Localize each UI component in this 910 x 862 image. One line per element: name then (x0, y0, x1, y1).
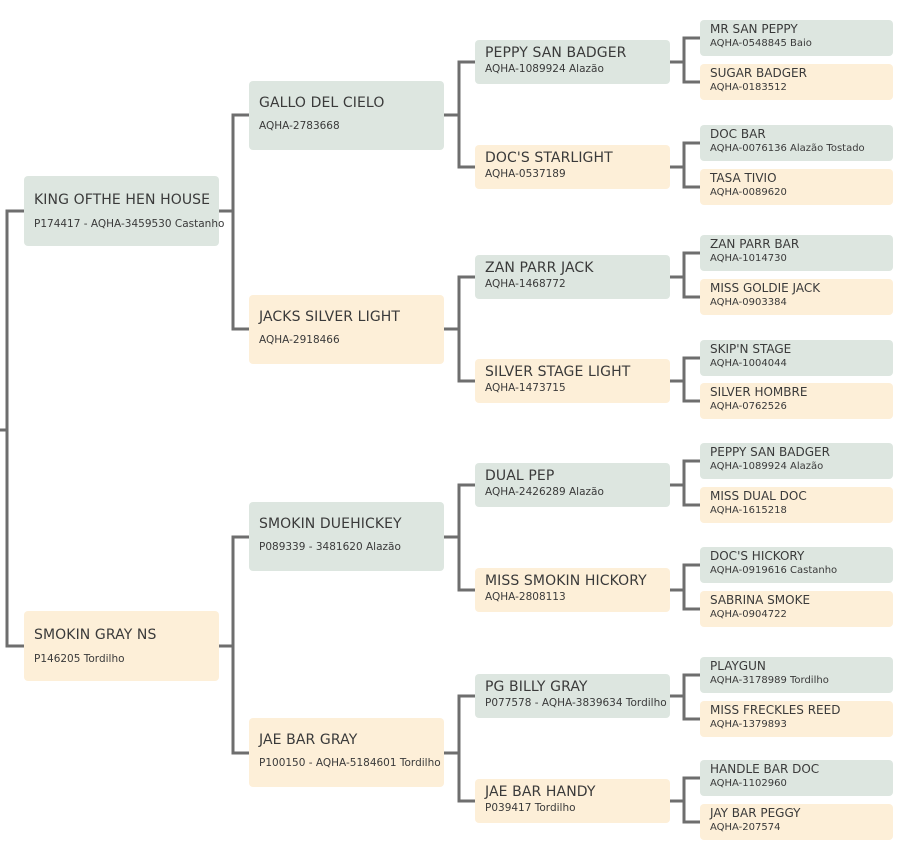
horse-name: SMOKIN DUEHICKEY (259, 516, 402, 532)
horse-name: SILVER STAGE LIGHT (485, 364, 631, 380)
horse-registration: AQHA-2426289 Alazão (485, 486, 604, 498)
horse-name: SMOKIN GRAY NS (34, 627, 157, 643)
horse-name: DOC BAR (710, 127, 766, 141)
node-dam-dam-sire[interactable]: PG BILLY GRAY P077578 - AQHA-3839634 Tor… (475, 674, 670, 718)
horse-name: SILVER HOMBRE (710, 385, 808, 399)
horse-registration: AQHA-1473715 (485, 382, 566, 394)
horse-registration: AQHA-2808113 (485, 591, 566, 603)
node-gen4-2[interactable]: SUGAR BADGER AQHA-0183512 (700, 64, 893, 100)
node-gen4-3[interactable]: DOC BAR AQHA-0076136 Alazão Tostado (700, 125, 893, 161)
node-gen4-9[interactable]: PEPPY SAN BADGER AQHA-1089924 Alazão (700, 443, 893, 479)
horse-name: KING OFTHE HEN HOUSE (34, 192, 211, 208)
horse-name: SUGAR BADGER (710, 66, 807, 80)
node-gen4-13[interactable]: PLAYGUN AQHA-3178989 Tordilho (700, 657, 893, 693)
horse-registration: AQHA-0548845 Baio (710, 38, 812, 49)
horse-name: JAY BAR PEGGY (710, 806, 801, 820)
horse-registration: AQHA-0762526 (710, 401, 787, 412)
horse-registration: AQHA-0537189 (485, 168, 566, 180)
node-dam-sire-sire[interactable]: DUAL PEP AQHA-2426289 Alazão (475, 463, 670, 507)
horse-registration: AQHA-1014730 (710, 253, 787, 264)
horse-name: GALLO DEL CIELO (259, 95, 385, 111)
horse-name: PLAYGUN (710, 659, 766, 673)
horse-name: MR SAN PEPPY (710, 22, 798, 36)
node-gen4-8[interactable]: SILVER HOMBRE AQHA-0762526 (700, 383, 893, 419)
node-gen4-12[interactable]: SABRINA SMOKE AQHA-0904722 (700, 591, 893, 627)
horse-registration: P146205 Tordilho (34, 653, 125, 665)
horse-name: DOC'S STARLIGHT (485, 150, 613, 166)
node-sire-dam-dam[interactable]: SILVER STAGE LIGHT AQHA-1473715 (475, 359, 670, 403)
node-sire-sire[interactable]: GALLO DEL CIELO AQHA-2783668 (249, 81, 444, 150)
horse-name: PEPPY SAN BADGER (710, 445, 830, 459)
node-dam-dam[interactable]: JAE BAR GRAY P100150 - AQHA-5184601 Tord… (249, 718, 444, 787)
horse-registration: P100150 - AQHA-5184601 Tordilho (259, 757, 441, 769)
horse-registration: AQHA-2783668 (259, 120, 340, 132)
horse-name: ZAN PARR JACK (485, 260, 594, 276)
horse-name: SKIP'N STAGE (710, 342, 792, 356)
node-dam-dam-dam[interactable]: JAE BAR HANDY P039417 Tordilho (475, 779, 670, 823)
node-gen4-6[interactable]: MISS GOLDIE JACK AQHA-0903384 (700, 279, 893, 315)
horse-registration: AQHA-0076136 Alazão Tostado (710, 143, 865, 154)
node-gen4-16[interactable]: JAY BAR PEGGY AQHA-207574 (700, 804, 893, 840)
horse-name: JAE BAR HANDY (485, 784, 596, 800)
horse-name: DUAL PEP (485, 468, 555, 484)
horse-name: JACKS SILVER LIGHT (259, 309, 401, 325)
horse-registration: AQHA-0089620 (710, 187, 787, 198)
node-gen4-10[interactable]: MISS DUAL DOC AQHA-1615218 (700, 487, 893, 523)
horse-registration: AQHA-1004044 (710, 358, 787, 369)
horse-registration: P077578 - AQHA-3839634 Tordilho (485, 697, 667, 709)
node-gen4-7[interactable]: SKIP'N STAGE AQHA-1004044 (700, 340, 893, 376)
node-gen4-11[interactable]: DOC'S HICKORY AQHA-0919616 Castanho (700, 547, 893, 583)
horse-registration: AQHA-2918466 (259, 334, 340, 346)
node-sire[interactable]: KING OFTHE HEN HOUSE P174417 - AQHA-3459… (24, 176, 225, 246)
horse-name: MISS SMOKIN HICKORY (485, 573, 647, 589)
horse-name: MISS FRECKLES REED (710, 703, 841, 717)
horse-registration: P089339 - 3481620 Alazão (259, 541, 401, 553)
horse-name: PG BILLY GRAY (485, 679, 588, 695)
node-sire-dam-sire[interactable]: ZAN PARR JACK AQHA-1468772 (475, 255, 670, 299)
node-sire-sire-sire[interactable]: PEPPY SAN BADGER AQHA-1089924 Alazão (475, 40, 670, 84)
horse-registration: AQHA-1379893 (710, 719, 787, 730)
horse-registration: AQHA-1102960 (710, 778, 787, 789)
node-gen4-4[interactable]: TASA TIVIO AQHA-0089620 (700, 169, 893, 205)
node-gen4-14[interactable]: MISS FRECKLES REED AQHA-1379893 (700, 701, 893, 737)
horse-name: HANDLE BAR DOC (710, 762, 820, 776)
horse-registration: AQHA-1615218 (710, 505, 787, 516)
horse-registration: AQHA-1468772 (485, 278, 566, 290)
horse-registration: AQHA-207574 (710, 822, 781, 833)
horse-name: ZAN PARR BAR (710, 237, 800, 251)
node-gen4-15[interactable]: HANDLE BAR DOC AQHA-1102960 (700, 760, 893, 796)
horse-registration: AQHA-0903384 (710, 297, 787, 308)
horse-registration: P174417 - AQHA-3459530 Castanho (34, 218, 225, 230)
horse-registration: AQHA-0904722 (710, 609, 787, 620)
horse-name: JAE BAR GRAY (259, 732, 358, 748)
node-dam-sire[interactable]: SMOKIN DUEHICKEY P089339 - 3481620 Alazã… (249, 502, 444, 571)
node-sire-sire-dam[interactable]: DOC'S STARLIGHT AQHA-0537189 (475, 145, 670, 189)
horse-name: SABRINA SMOKE (710, 593, 811, 607)
horse-name: MISS GOLDIE JACK (710, 281, 821, 295)
horse-name: PEPPY SAN BADGER (485, 45, 627, 61)
horse-registration: AQHA-0183512 (710, 82, 787, 93)
node-dam-sire-dam[interactable]: MISS SMOKIN HICKORY AQHA-2808113 (475, 568, 670, 612)
horse-registration: P039417 Tordilho (485, 802, 576, 814)
horse-registration: AQHA-3178989 Tordilho (710, 675, 829, 686)
node-sire-dam[interactable]: JACKS SILVER LIGHT AQHA-2918466 (249, 295, 444, 364)
horse-registration: AQHA-0919616 Castanho (710, 565, 838, 576)
horse-name: TASA TIVIO (710, 171, 777, 185)
horse-name: DOC'S HICKORY (710, 549, 805, 563)
node-dam[interactable]: SMOKIN GRAY NS P146205 Tordilho (24, 611, 219, 681)
horse-registration: AQHA-1089924 Alazão (485, 63, 604, 75)
horse-registration: AQHA-1089924 Alazão (710, 461, 824, 472)
node-gen4-1[interactable]: MR SAN PEPPY AQHA-0548845 Baio (700, 20, 893, 56)
horse-name: MISS DUAL DOC (710, 489, 807, 503)
node-gen4-5[interactable]: ZAN PARR BAR AQHA-1014730 (700, 235, 893, 271)
